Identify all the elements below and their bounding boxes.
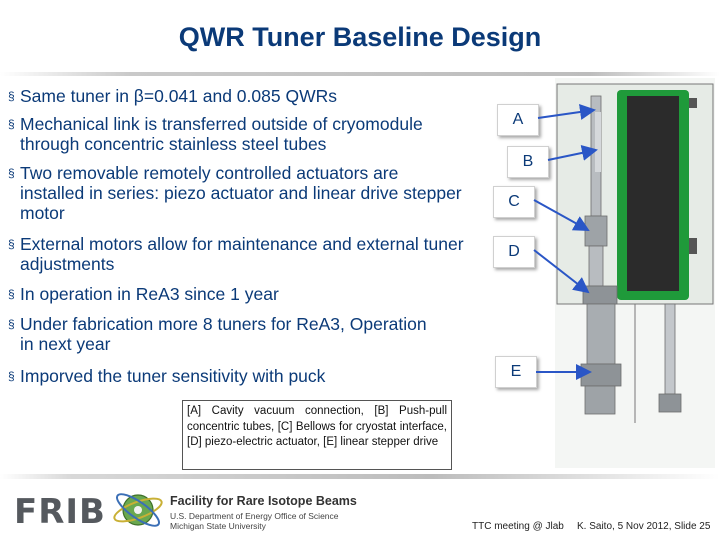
arrow-icon <box>533 249 590 294</box>
bullet-text: External motors allow for maintenance an… <box>20 234 464 274</box>
arrow-icon <box>547 145 598 161</box>
figure-caption: [A] Cavity vacuum connection, [B] Push-p… <box>182 400 452 470</box>
arrow-icon <box>537 104 596 120</box>
cavity-body <box>627 96 679 291</box>
callout-a: A <box>497 104 539 136</box>
bullet-item: § In operation in ReA3 since 1 year <box>8 284 478 304</box>
bullet-mark: § <box>8 317 15 331</box>
callout-b: B <box>507 146 549 178</box>
footer-divider <box>0 474 720 479</box>
bullet-mark: § <box>8 117 15 131</box>
footer-meeting: TTC meeting @ Jlab <box>472 521 564 532</box>
callout-d: D <box>493 236 535 268</box>
bullet-text: Mechanical link is transferred outside o… <box>20 114 423 154</box>
title-divider <box>0 72 720 76</box>
atom-globe-icon <box>113 493 163 527</box>
bullet-item: § Same tuner in β=0.041 and 0.085 QWRs <box>8 86 478 106</box>
frib-logo-icon: FRIB <box>14 492 106 532</box>
bullet-mark: § <box>8 89 15 103</box>
bullet-text: Imporved the tuner sensitivity with puck <box>20 366 326 386</box>
footer-author-slide: K. Saito, 5 Nov 2012, Slide 25 <box>577 521 711 532</box>
bullet-text: In operation in ReA3 since 1 year <box>20 284 279 304</box>
tuner-assembly-diagram <box>555 78 715 468</box>
bullet-item: § Mechanical link is transferred outside… <box>8 114 478 154</box>
bullet-text: Same tuner in β=0.041 and 0.085 QWRs <box>20 86 337 106</box>
bullet-mark: § <box>8 166 15 180</box>
callout-c: C <box>493 186 535 218</box>
bullet-text: Under fabrication more 8 tuners for ReA3… <box>20 314 427 354</box>
bullet-item: § External motors allow for maintenance … <box>8 234 478 274</box>
org-line-3: Michigan State University <box>170 521 266 531</box>
org-line-2: U.S. Department of Energy Office of Scie… <box>170 511 339 521</box>
slide-title: QWR Tuner Baseline Design <box>178 22 542 52</box>
bullet-mark: § <box>8 369 15 383</box>
bullet-mark: § <box>8 237 15 251</box>
arrow-icon <box>533 199 590 231</box>
org-name: Facility for Rare Isotope Beams <box>170 494 357 508</box>
bullet-text: Two removable remotely controlled actuat… <box>20 163 462 223</box>
bullet-mark: § <box>8 287 15 301</box>
bullet-item: § Two removable remotely controlled actu… <box>8 163 463 223</box>
bullet-item: § Imporved the tuner sensitivity with pu… <box>8 366 478 386</box>
bullet-item: § Under fabrication more 8 tuners for Re… <box>8 314 428 354</box>
